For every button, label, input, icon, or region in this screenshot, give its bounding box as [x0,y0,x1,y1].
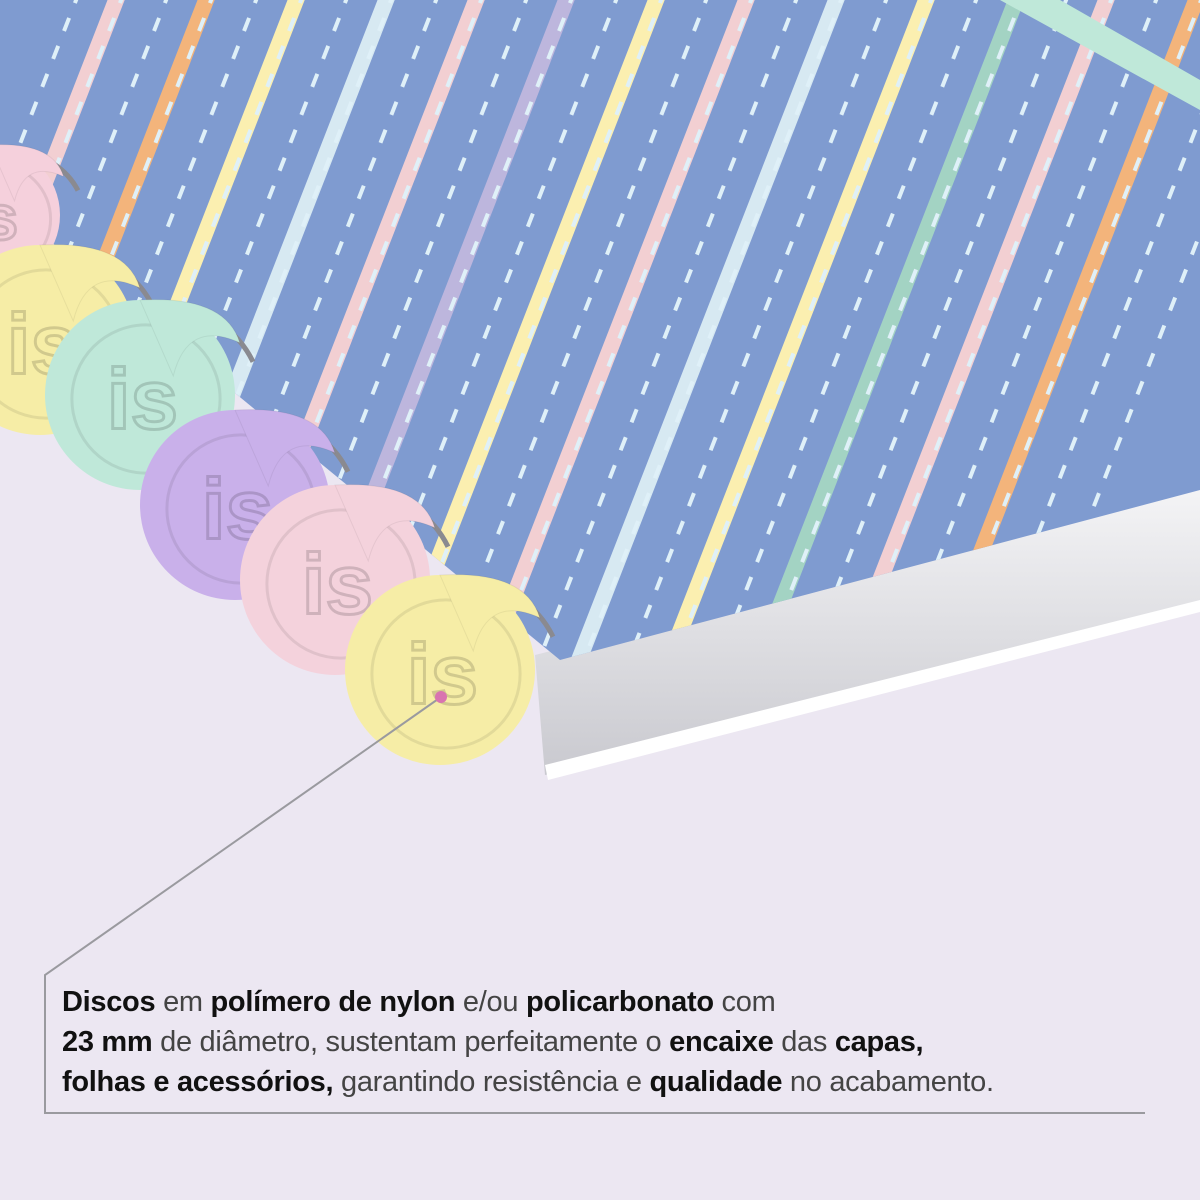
cover-stripe [0,0,128,660]
caption-bold-text: capas, [834,1026,924,1058]
caption-bold-text: 23 mm [62,1026,153,1058]
mint-elastic-band [1000,0,1200,110]
caption-text: em [155,986,211,1018]
caption-text: das [773,1026,835,1058]
caption-text: garantindo resistência e [333,1066,650,1098]
caption-line: 23 mm de diâmetro, sustentam perfeitamen… [62,1022,1162,1062]
caption-text: no acabamento. [782,1066,994,1098]
disc-logo-emboss: is [107,352,178,447]
disc-logo-emboss: is [407,627,478,722]
product-description: Discos em polímero de nylon e/ou policar… [62,982,1162,1102]
caption-line: Discos em polímero de nylon e/ou policar… [62,982,1162,1022]
caption-text: com [713,986,776,1018]
caption-text: e/ou [455,986,526,1018]
disc-logo-emboss: is [0,184,18,254]
cover-stripe [532,0,848,660]
page-block [535,488,1200,775]
caption-text: de diâmetro, sustentam perfeitamente o [152,1026,670,1058]
caption-bold-text: policarbonato [525,986,714,1018]
caption-bold-text: encaixe [669,1026,774,1058]
callout-line [44,696,1145,1114]
binder-disc: is [345,574,556,765]
caption-bold-text: qualidade [649,1066,783,1098]
back-cover-edge [545,600,1200,780]
caption-bold-text: polímero de nylon [210,986,456,1018]
caption-bold-text: Discos [62,986,156,1018]
caption-line: folhas e acessórios, garantindo resistên… [62,1062,1162,1102]
callout-dot [435,691,447,703]
caption-bold-text: folhas e acessórios, [62,1066,334,1098]
